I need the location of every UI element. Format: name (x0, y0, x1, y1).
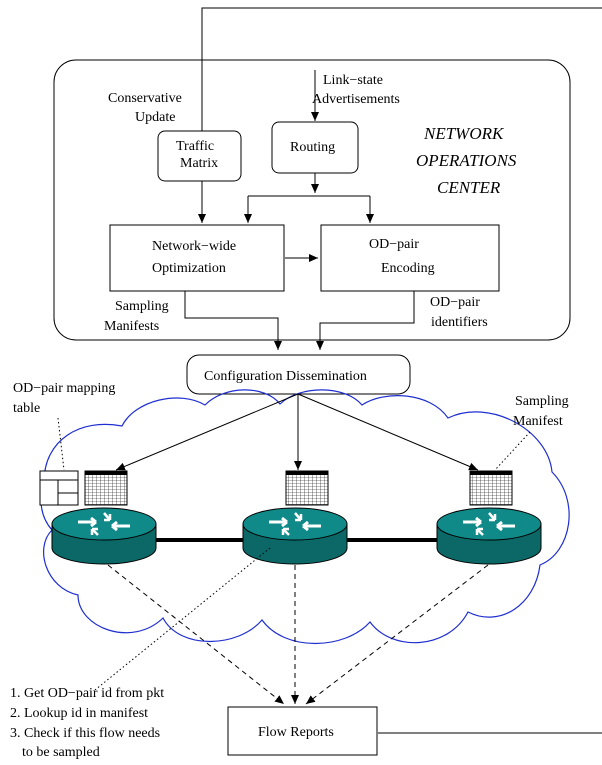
manifests-output-line (184, 291, 282, 350)
step-1: 1. Get OD−pair id from pkt (10, 686, 164, 701)
optimization-label-line1: Network−wide (152, 239, 236, 254)
step-3-continued: to be sampled (22, 745, 100, 760)
flow-reports-box (227, 706, 378, 756)
conservative-update-label-line1: Conservative (108, 91, 182, 106)
optimization-label-line2: Optimization (152, 261, 226, 276)
lsa-label-line1: Link−state (323, 73, 383, 88)
step-2: 2. Lookup id in manifest (10, 706, 148, 721)
manifest-grid-left (84, 470, 128, 506)
dissemination-arrow-left (115, 393, 299, 471)
report-arrow-left (107, 564, 285, 705)
identifiers-output-line (316, 291, 415, 350)
optimization-box (109, 224, 285, 292)
router-left (51, 507, 157, 565)
od-pair-identifiers-label-line1: OD−pair (430, 295, 480, 310)
traffic-matrix-box (157, 130, 242, 182)
steps-callout (94, 547, 271, 691)
network-cloud (40, 389, 570, 645)
od-pair-identifiers-label-line2: identifiers (431, 315, 488, 330)
report-arrow-right (305, 564, 489, 705)
noc-title-line1: NETWORK (423, 124, 505, 143)
encoding-box (320, 224, 500, 292)
dissemination-label: Configuration Dissemination (204, 369, 367, 384)
encoding-label-line1: OD−pair (369, 237, 419, 252)
mapping-table-label-line2: table (13, 401, 40, 416)
mapping-table-callout (57, 417, 65, 471)
feedback-line (202, 7, 602, 734)
sampling-manifests-label-line2: Manifests (104, 319, 159, 334)
router-right (436, 507, 542, 565)
routing-label: Routing (290, 140, 335, 155)
encoding-label-line2: Encoding (381, 261, 435, 276)
sampling-manifest-label-line1: Sampling (515, 394, 569, 409)
sampling-manifest-callout (494, 431, 531, 471)
noc-title-line2: OPERATIONS (416, 151, 517, 170)
traffic-matrix-label-line2: Matrix (180, 156, 218, 171)
mapping-table-label-line1: OD−pair mapping (13, 381, 115, 396)
dissemination-arrow-right (297, 393, 479, 471)
conservative-update-label-line2: Update (135, 110, 175, 125)
traffic-matrix-label-line1: Traffic (176, 139, 214, 154)
step-3: 3. Check if this flow needs (10, 726, 160, 741)
manifest-grid-right (469, 470, 513, 506)
lsa-label-line2: Advertisements (312, 92, 400, 107)
mapping-table-icon (39, 470, 79, 506)
manifest-grid-center (285, 470, 329, 506)
router-center (242, 507, 348, 565)
noc-title-line3: CENTER (437, 178, 501, 197)
sampling-manifests-label-line1: Sampling (115, 299, 169, 314)
sampling-manifest-label-line2: Manifest (513, 414, 563, 429)
flow-reports-label: Flow Reports (258, 725, 334, 740)
